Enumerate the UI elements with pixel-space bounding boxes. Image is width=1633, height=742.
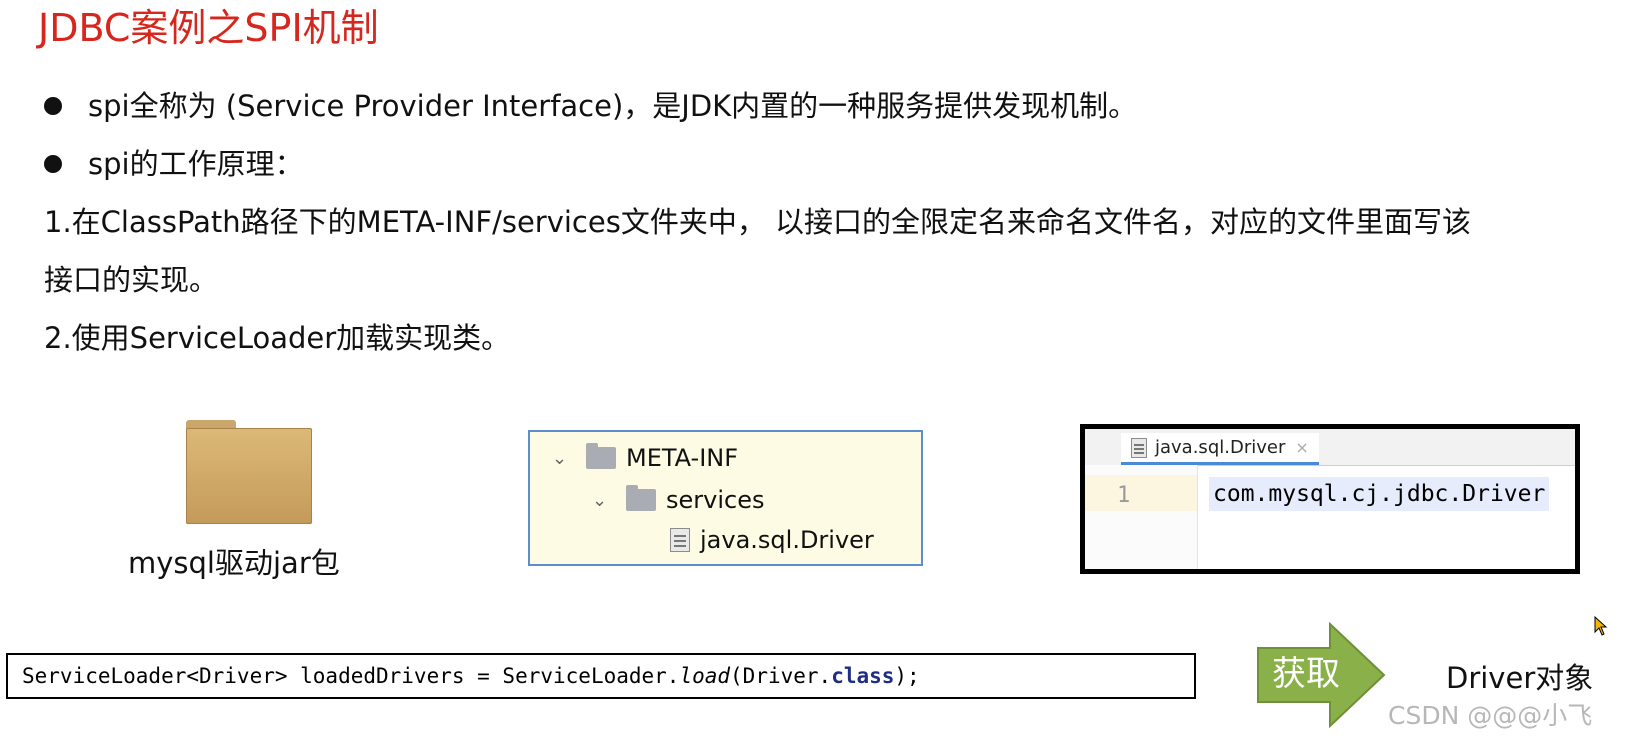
text-file-icon — [1131, 437, 1147, 458]
arrow-label: 获取 — [1272, 654, 1340, 694]
code-suffix: ); — [894, 664, 920, 688]
tree-item-services[interactable]: ⌄ services — [592, 485, 765, 514]
tree-item-label: java.sql.Driver — [700, 526, 874, 554]
folder-icon — [186, 420, 312, 524]
current-line-highlight — [1085, 475, 1197, 511]
chevron-down-icon[interactable]: ⌄ — [592, 489, 608, 511]
chevron-down-icon[interactable]: ⌄ — [552, 447, 568, 469]
code-snippet: ServiceLoader<Driver> loadedDrivers = Se… — [6, 653, 1196, 699]
tree-item-label: META-INF — [626, 444, 739, 472]
project-tree-panel: ⌄ META-INF ⌄ services java.sql.Driver — [528, 430, 923, 566]
line-number: 1 — [1117, 483, 1131, 508]
arrow-right-icon — [1257, 622, 1386, 728]
close-icon[interactable]: × — [1295, 438, 1309, 457]
editor-panel: java.sql.Driver × 1 com.mysql.cj.jdbc.Dr… — [1080, 424, 1580, 574]
editor-tab-bar: java.sql.Driver × — [1085, 429, 1575, 466]
step-2: 2.使用ServiceLoader加载实现类。 — [44, 321, 511, 355]
bullet-dot-1 — [44, 97, 62, 115]
folder-icon — [626, 485, 656, 511]
bullet-1: spi全称为 (Service Provider Interface)，是JDK… — [88, 89, 1138, 123]
tree-item-label: services — [666, 486, 765, 514]
mouse-pointer-icon — [1594, 616, 1608, 636]
folder-icon — [586, 443, 616, 469]
folder-label: mysql驱动jar包 — [128, 546, 340, 580]
watermark: CSDN @@@小飞 — [1388, 701, 1593, 730]
bullet-dot-2 — [44, 155, 62, 173]
tree-item-meta-inf[interactable]: ⌄ META-INF — [552, 443, 739, 472]
bullet-2: spi的工作原理： — [88, 147, 304, 181]
code-keyword: class — [831, 664, 895, 688]
page-title: JDBC案例之SPI机制 — [38, 6, 379, 50]
code-method: load — [679, 664, 731, 688]
result-label: Driver对象 — [1446, 661, 1594, 695]
step-1-line-2: 接口的实现。 — [44, 263, 219, 297]
code-line[interactable]: com.mysql.cj.jdbc.Driver — [1209, 477, 1550, 511]
editor-tab[interactable]: java.sql.Driver × — [1121, 433, 1319, 465]
step-1-line-1: 1.在ClassPath路径下的META-INF/services文件夹中， 以… — [44, 205, 1472, 239]
tree-item-java-sql-driver[interactable]: java.sql.Driver — [670, 526, 874, 554]
text-file-icon — [670, 528, 690, 552]
editor-tab-label: java.sql.Driver — [1155, 437, 1286, 458]
code-middle: (Driver. — [730, 664, 832, 688]
code-prefix: ServiceLoader<Driver> loadedDrivers = Se… — [22, 664, 680, 688]
